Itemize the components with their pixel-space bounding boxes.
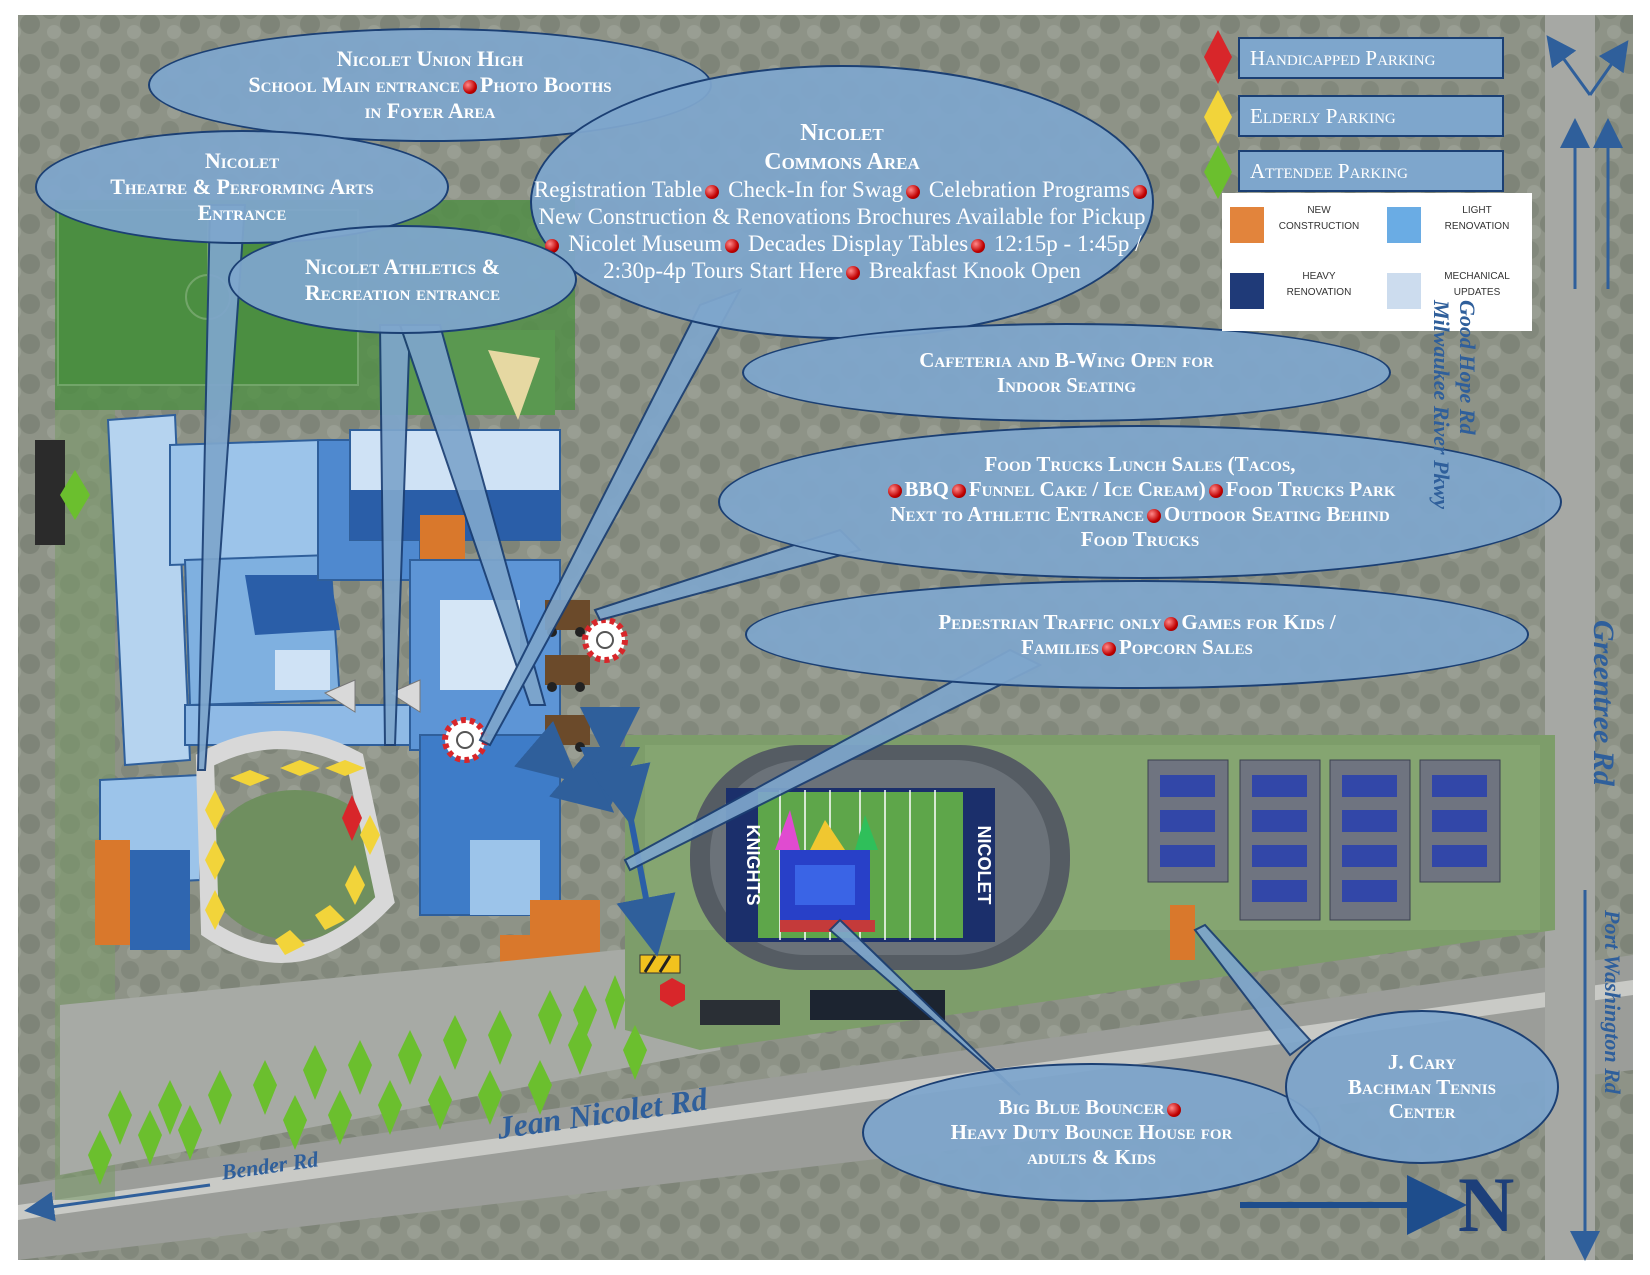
bullet-dot-icon [725,239,740,254]
bullet-dot-icon [971,239,986,254]
callout-bouncer: Big Blue Bouncer Heavy Duty Bounce House… [862,1063,1321,1202]
parking-lot [60,940,720,1175]
side-road [1545,15,1595,1260]
elderly-parking-markers [205,760,380,955]
callout-athletics-entrance: Nicolet Athletics & Recreation entrance [228,225,577,334]
bullet-dot-icon [1167,1102,1182,1117]
bullet-dot-icon [887,484,902,499]
bullet-dot-icon [1133,184,1148,199]
callout-cafeteria: Cafeteria and B-Wing Open for Indoor Sea… [742,323,1391,422]
attendee-parking-markers [60,470,647,1185]
new-construction-swatch [1230,207,1264,243]
callout-pointers [196,204,1312,1096]
mechanical-updates-label: MechanicalUpdates [1444,271,1510,298]
elderly-legend-diamond-icon [1204,90,1232,144]
bullet-dot-icon [846,266,861,281]
tennis-courts [1147,759,1501,960]
road-label-good-hope: Good Hope Rd Milwaukee River Pkwy [1428,300,1480,509]
handicapped-parking-marker [342,795,362,841]
bullet-dot-icon [906,184,921,199]
popcorn-target-icons [442,617,628,763]
megaphone-icons [323,679,421,713]
bounce-house-icon [775,810,878,932]
road-label-port-washington: Port Washington Rd [1600,910,1625,1094]
barricade-icon [639,954,685,1007]
endzone-text-knights: KNIGHTS [743,825,763,906]
endzone-text-nicolet: NICOLET [974,826,994,905]
bullet-dot-icon [1164,616,1179,631]
mechanical-updates-swatch [1387,273,1421,309]
road-arrows [24,35,1629,1261]
bullet-dot-icon [1147,509,1162,524]
bullet-dot-icon [705,184,720,199]
baseball-diamond [488,350,540,420]
light-renovation-swatch [1387,207,1421,243]
callout-tennis-center: J. Cary Bachman Tennis Center [1285,1010,1559,1164]
callout-commons-area: Nicolet Commons Area Registration Table … [530,65,1154,339]
heavy-renovation-label: HeavyRenovation [1286,271,1352,298]
legend-attendee-parking: Attendee Parking [1238,150,1504,192]
handicapped-legend-diamond-icon [1204,30,1232,84]
bullet-dot-icon [462,79,477,94]
light-renovation-label: LightRenovation [1444,205,1510,232]
legend-elderly-parking: Elderly Parking [1238,95,1504,137]
bullet-dot-icon [1101,641,1116,656]
bullet-dot-icon [951,484,966,499]
courtyard [205,790,385,940]
pedestrian-arrows [514,707,676,957]
north-indicator: N [1458,1161,1515,1248]
legend-handicapped-parking: Handicapped Parking [1238,37,1504,79]
road-label-greentree: Greentree Rd [1587,620,1620,786]
bullet-dot-icon [1208,484,1223,499]
attendee-legend-diamond-icon [1204,145,1232,199]
heavy-renovation-swatch [1230,273,1264,309]
